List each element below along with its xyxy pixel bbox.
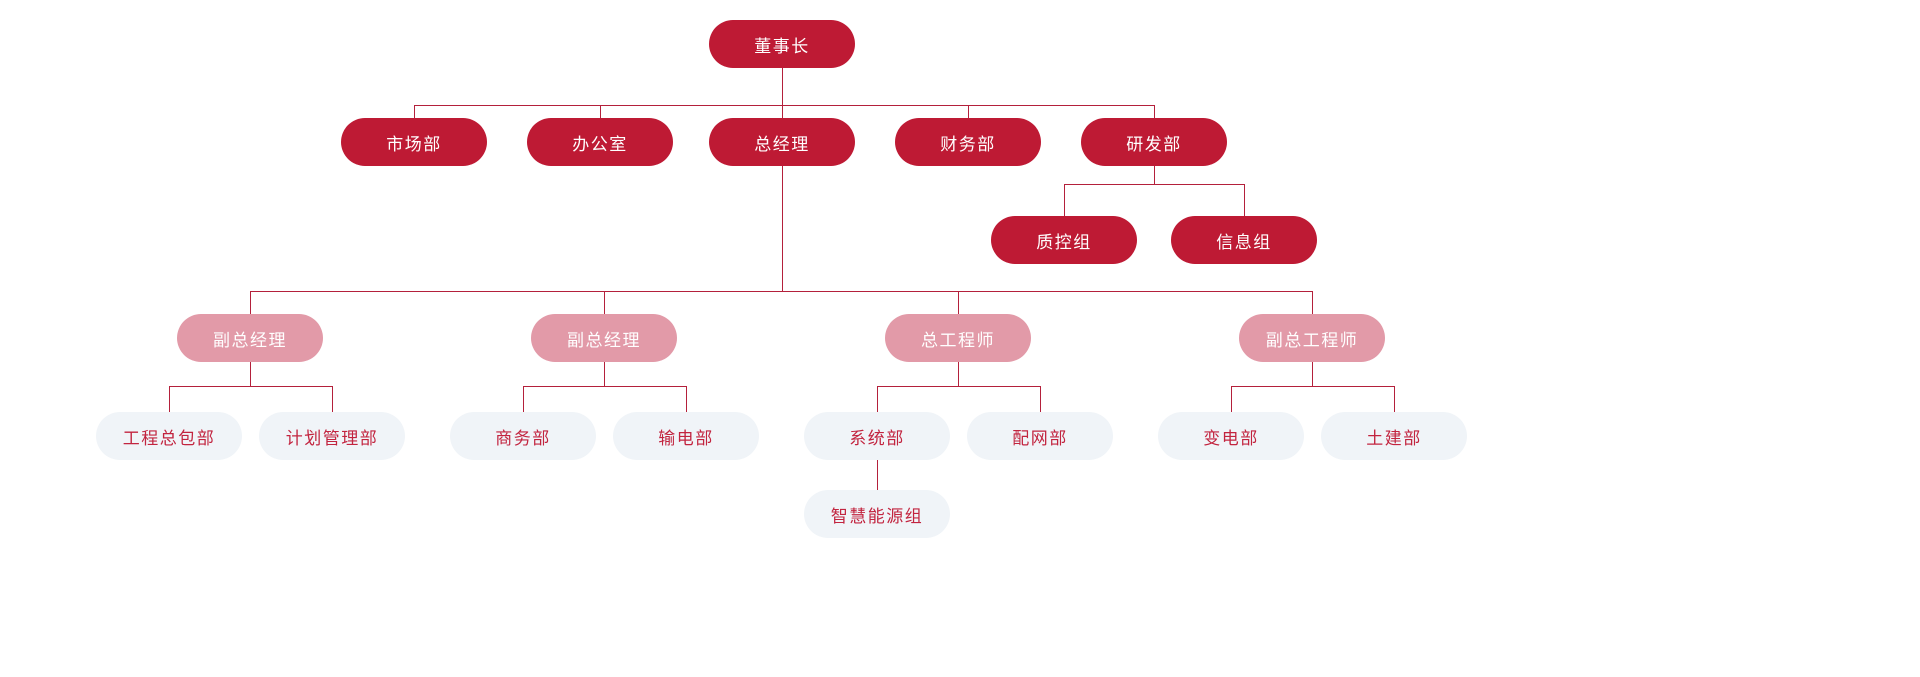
node-office[interactable]: 办公室: [527, 118, 673, 166]
connector-drop-planning: [332, 386, 333, 412]
connector-drop-chief-engineer: [958, 291, 959, 314]
connector-chairman-stem: [782, 65, 783, 105]
connector-deputy-gm-2-bus: [523, 386, 687, 387]
connector-level2-bus: [414, 105, 1155, 106]
node-planning[interactable]: 计划管理部: [259, 412, 405, 460]
connector-chief-engineer-bus: [877, 386, 1041, 387]
node-marketing[interactable]: 市场部: [341, 118, 487, 166]
connector-smart-energy-stem: [877, 460, 878, 490]
node-substation[interactable]: 变电部: [1158, 412, 1304, 460]
node-smart-energy[interactable]: 智慧能源组: [804, 490, 950, 538]
node-distribution[interactable]: 配网部: [967, 412, 1113, 460]
connector-deputy-gm-1-bus: [169, 386, 333, 387]
connector-drop-quality-control: [1064, 184, 1065, 216]
connector-deputy-chief-engineer-bus: [1231, 386, 1395, 387]
node-rnd[interactable]: 研发部: [1081, 118, 1227, 166]
connector-rnd-stem: [1154, 165, 1155, 184]
node-business[interactable]: 商务部: [450, 412, 596, 460]
connector-deputy-gm-1-stem: [250, 360, 251, 386]
node-transmission[interactable]: 输电部: [613, 412, 759, 460]
connector-drop-business: [523, 386, 524, 412]
node-chairman[interactable]: 董事长: [709, 20, 855, 68]
connector-drop-information: [1244, 184, 1245, 216]
node-information[interactable]: 信息组: [1171, 216, 1317, 264]
node-system[interactable]: 系统部: [804, 412, 950, 460]
connector-drop-finance: [968, 105, 969, 118]
node-deputy-chief-engineer[interactable]: 副总工程师: [1239, 314, 1385, 362]
node-epc[interactable]: 工程总包部: [96, 412, 242, 460]
connector-drop-deputy-chief-engineer: [1312, 291, 1313, 314]
connector-drop-rnd: [1154, 105, 1155, 118]
connector-drop-general-manager: [782, 105, 783, 118]
connector-deputy-chief-engineer-stem: [1312, 360, 1313, 386]
connector-drop-deputy-gm-2: [604, 291, 605, 314]
connector-drop-marketing: [414, 105, 415, 118]
connector-drop-distribution: [1040, 386, 1041, 412]
node-civil[interactable]: 土建部: [1321, 412, 1467, 460]
connector-drop-transmission: [686, 386, 687, 412]
connector-drop-office: [600, 105, 601, 118]
connector-drop-civil: [1394, 386, 1395, 412]
connector-drop-deputy-gm-1: [250, 291, 251, 314]
connector-level3-bus: [250, 291, 1313, 292]
node-finance[interactable]: 财务部: [895, 118, 1041, 166]
connector-chief-engineer-stem: [958, 360, 959, 386]
connector-gm-stem: [782, 165, 783, 291]
node-general-manager[interactable]: 总经理: [709, 118, 855, 166]
node-quality-control[interactable]: 质控组: [991, 216, 1137, 264]
connector-deputy-gm-2-stem: [604, 360, 605, 386]
connector-drop-substation: [1231, 386, 1232, 412]
connector-drop-system: [877, 386, 878, 412]
node-chief-engineer[interactable]: 总工程师: [885, 314, 1031, 362]
node-deputy-gm-2[interactable]: 副总经理: [531, 314, 677, 362]
connector-drop-epc: [169, 386, 170, 412]
node-deputy-gm-1[interactable]: 副总经理: [177, 314, 323, 362]
connector-rnd-bus: [1064, 184, 1245, 185]
